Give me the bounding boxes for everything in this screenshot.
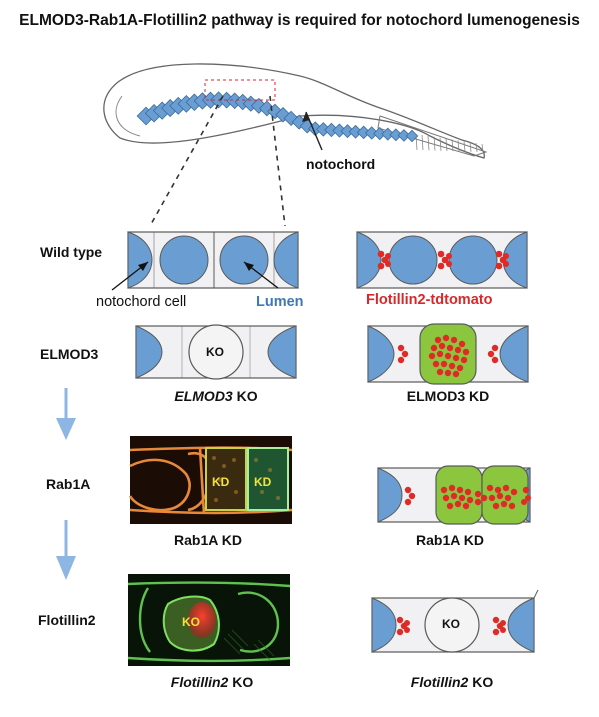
flotillin-puncta (377, 250, 509, 270)
notochord-label: notochord (306, 156, 376, 172)
elmod3-ko-strip (135, 324, 297, 380)
rab1a-puncta (404, 484, 531, 510)
tail-fin-outline (377, 115, 488, 157)
flotillin2-micrograph (127, 574, 291, 666)
rab1a-kd-strip (377, 465, 531, 525)
elmod3-ko-cell-text: KO (206, 345, 224, 359)
row-label-flotillin2: Flotillin2 (38, 612, 96, 628)
rab1a-left-caption: Rab1A KD (174, 532, 242, 548)
notochord-bead (348, 124, 363, 139)
rab1a-micro-kd2: KD (254, 475, 272, 489)
row-label-elmod3: ELMOD3 (40, 346, 99, 362)
elmod3-ko-gene: ELMOD3 (174, 388, 233, 404)
tail-stripe (445, 138, 448, 152)
tail-stripe (457, 140, 460, 152)
tail-stripe (433, 136, 436, 151)
notochord-bead (332, 123, 347, 138)
flotillin2-ko-strip (371, 589, 539, 653)
figure-title: ELMOD3-Rab1A-Flotillin2 pathway is requi… (19, 12, 580, 29)
tail-stripe (469, 142, 472, 152)
notochord-beads (136, 91, 419, 143)
notochord-bead (356, 125, 371, 140)
flotillin2-left-gene: Flotillin2 (170, 674, 229, 690)
zoom-line-left (149, 95, 224, 227)
flotillin2-left-caption: Flotillin2 KO (171, 674, 253, 690)
rab1a-micrograph (128, 436, 293, 524)
lumen-label: Lumen (256, 294, 304, 310)
notochord-bead (340, 124, 355, 139)
wildtype-right-strip (356, 231, 528, 289)
notochord-cell-label: notochord cell (96, 294, 187, 310)
pathway-arrow-2 (56, 520, 76, 580)
tail-stripe (427, 135, 430, 151)
tail-stripe (481, 143, 484, 153)
elmod3-kd-caption: ELMOD3 KD (406, 388, 490, 404)
notochord-bead (373, 126, 387, 141)
notochord-bead (405, 129, 419, 143)
tail-stripe (475, 142, 478, 153)
elmod3-ko-caption: ELMOD3 KO (174, 388, 257, 404)
flotillin2-right-caption: Flotillin2 KO (411, 674, 493, 690)
notochord-bead (316, 122, 331, 137)
tail-stripe (421, 134, 424, 151)
flotillin2-micro-ko: KO (182, 615, 200, 629)
yolk-outline (115, 95, 141, 137)
flotillin-tdtomato-label: Flotillin2-tdtomato (366, 292, 493, 308)
flotillin2-ko-cell-text: KO (442, 617, 460, 631)
tail-stripe (451, 139, 454, 152)
row-label-rab1a: Rab1A (46, 476, 91, 492)
row-label-wildtype: Wild type (40, 244, 103, 260)
tail-stripe (463, 141, 466, 152)
kd-puncta (397, 334, 499, 378)
zoom-region-marker (204, 79, 276, 101)
rab1a-right-caption: Rab1A KD (416, 532, 484, 548)
tail-stripes (415, 133, 484, 153)
flotillin2-left-suffix: KO (228, 674, 254, 690)
flotillin-ko-puncta (396, 616, 506, 636)
notochord-bead (381, 127, 395, 141)
elmod3-ko-suffix: KO (232, 388, 258, 404)
notochord-bead (389, 128, 403, 142)
wildtype-left-strip (127, 231, 299, 289)
notochord-bead (397, 129, 411, 142)
notochord-pointer-head (302, 112, 310, 122)
rab1a-micro-kd1: KD (212, 475, 230, 489)
flotillin2-right-suffix: KO (468, 674, 494, 690)
zoom-line-right (269, 95, 286, 227)
embryo-outline (103, 63, 485, 159)
tail-stripe (439, 137, 442, 151)
elmod3-kd-strip (367, 323, 529, 385)
embryo-illustration (103, 63, 488, 227)
flotillin2-right-gene: Flotillin2 (410, 674, 469, 690)
pathway-arrow-1 (56, 388, 76, 440)
cell-pointer-arrows (111, 261, 279, 291)
notochord-bead (324, 122, 339, 138)
notochord-bead (365, 126, 379, 140)
